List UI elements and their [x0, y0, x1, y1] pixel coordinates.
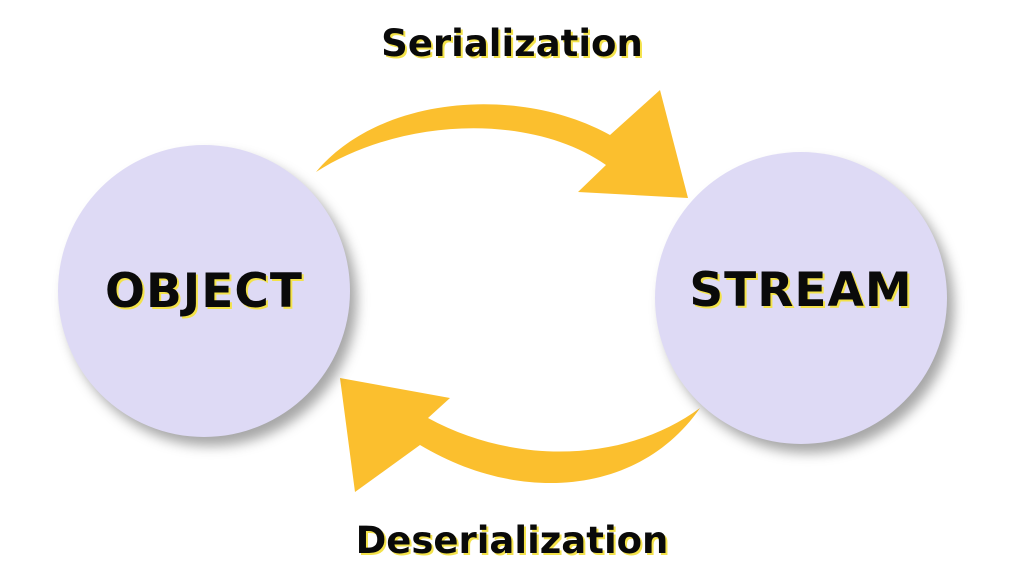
- deserialization-label: Deserialization: [355, 519, 669, 562]
- serialization-label: Serialization: [381, 22, 643, 65]
- stream-label: STREAM: [689, 262, 913, 318]
- object-label: OBJECT: [105, 263, 303, 319]
- object-node: OBJECT: [58, 145, 350, 437]
- deserialization-arrow: [340, 378, 700, 492]
- stream-node: STREAM: [655, 152, 947, 444]
- serialization-arrow: [316, 90, 688, 198]
